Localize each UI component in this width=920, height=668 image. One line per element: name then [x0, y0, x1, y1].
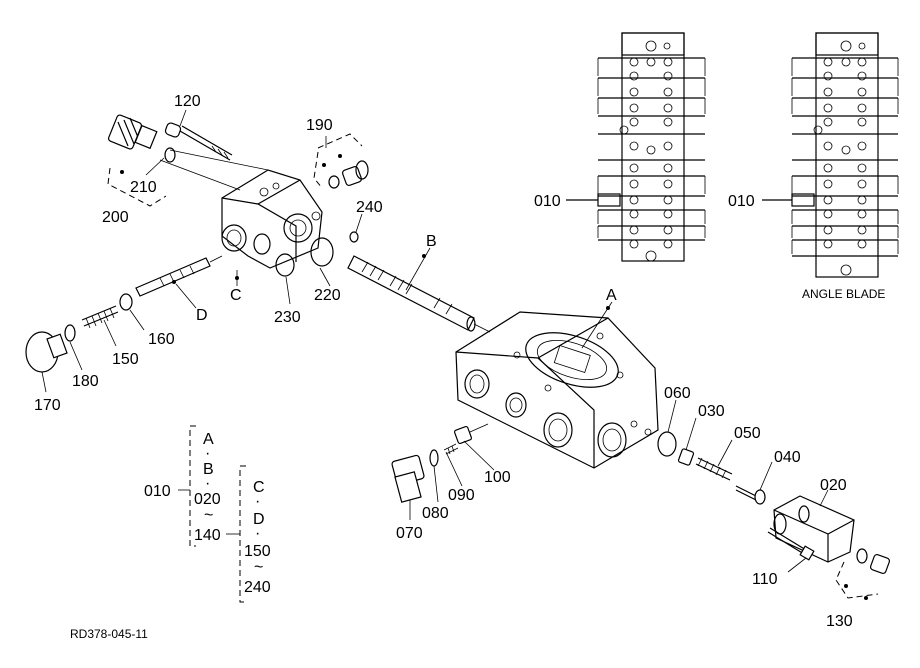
legend-dot-3: ·	[255, 493, 260, 510]
label-230: 230	[274, 309, 301, 326]
label-d: D	[196, 307, 208, 324]
label-060: 060	[664, 385, 691, 402]
part-020-cover	[773, 495, 855, 563]
part-110-bolt	[767, 527, 815, 561]
label-180: 180	[72, 373, 99, 390]
legend-from-150: 150	[244, 543, 271, 560]
label-010-angle-blade: 010	[728, 193, 755, 210]
label-120: 120	[174, 93, 201, 110]
label-090: 090	[448, 487, 475, 504]
part-170-plug	[25, 331, 68, 373]
label-130: 130	[826, 613, 853, 630]
part-190-plug	[313, 133, 369, 189]
legend-tilde-1: ~	[204, 507, 213, 524]
label-040: 040	[774, 449, 801, 466]
part-b-spool	[347, 255, 491, 333]
part-050-spring	[695, 457, 733, 481]
valve-stack-angle-blade-icon	[762, 32, 899, 278]
legend-c: C	[253, 479, 265, 496]
label-c: C	[230, 287, 242, 304]
label-030: 030	[698, 403, 725, 420]
label-240: 240	[356, 199, 383, 216]
legend-dot-1: ·	[205, 445, 210, 462]
label-020: 020	[820, 477, 847, 494]
part-060-oring	[657, 431, 677, 457]
part-080-oring	[429, 449, 439, 467]
part-120-bolt	[164, 122, 233, 161]
part-230-oring	[275, 253, 295, 277]
label-160: 160	[148, 331, 175, 348]
label-110: 110	[752, 571, 778, 588]
label-170: 170	[34, 397, 61, 414]
legend-d: D	[253, 511, 265, 528]
drawing-reference-code: RD378-045-11	[70, 627, 148, 641]
angle-blade-caption: ANGLE BLADE	[802, 287, 885, 301]
label-080: 080	[422, 505, 449, 522]
part-240-oring	[349, 231, 359, 243]
leader-lines	[41, 109, 829, 573]
legend-root-010: 010	[144, 483, 171, 500]
label-050: 050	[734, 425, 761, 442]
part-d-shaft	[135, 255, 223, 297]
part-200-adjuster	[107, 114, 176, 207]
valve-body-section-c	[159, 149, 323, 269]
composition-legend: 010 A · B · 020 ~ 140 C · D · 150 ~ 240	[144, 425, 271, 603]
label-190: 190	[306, 117, 333, 134]
part-130-plug	[835, 548, 891, 599]
label-150: 150	[112, 351, 139, 368]
part-180-oring	[64, 324, 76, 342]
legend-dot-4: ·	[255, 525, 260, 542]
label-010-stack: 010	[534, 193, 561, 210]
part-150-spring	[81, 305, 119, 329]
part-030-seat	[677, 448, 695, 466]
part-100-seat	[453, 423, 489, 445]
legend-to-240: 240	[244, 579, 271, 596]
label-210: 210	[130, 179, 157, 196]
label-100: 100	[484, 469, 511, 486]
part-160-cap	[119, 293, 133, 311]
label-b: B	[426, 233, 437, 250]
valve-stack-icon	[566, 32, 706, 262]
label-220: 220	[314, 287, 341, 304]
label-070: 070	[396, 525, 423, 542]
valve-body-section-a	[455, 311, 659, 469]
part-070-plug	[391, 454, 425, 503]
legend-b: B	[203, 461, 214, 478]
legend-from-020: 020	[194, 491, 221, 508]
part-090-pin	[443, 443, 459, 455]
label-200: 200	[102, 209, 129, 226]
legend-tilde-2: ~	[254, 559, 263, 576]
part-220-oring	[310, 237, 334, 267]
leader-dot-icon	[120, 154, 868, 600]
legend-dot-2: ·	[205, 475, 210, 492]
label-a: A	[606, 287, 617, 304]
legend-a: A	[203, 431, 214, 448]
legend-to-140: 140	[194, 527, 221, 544]
